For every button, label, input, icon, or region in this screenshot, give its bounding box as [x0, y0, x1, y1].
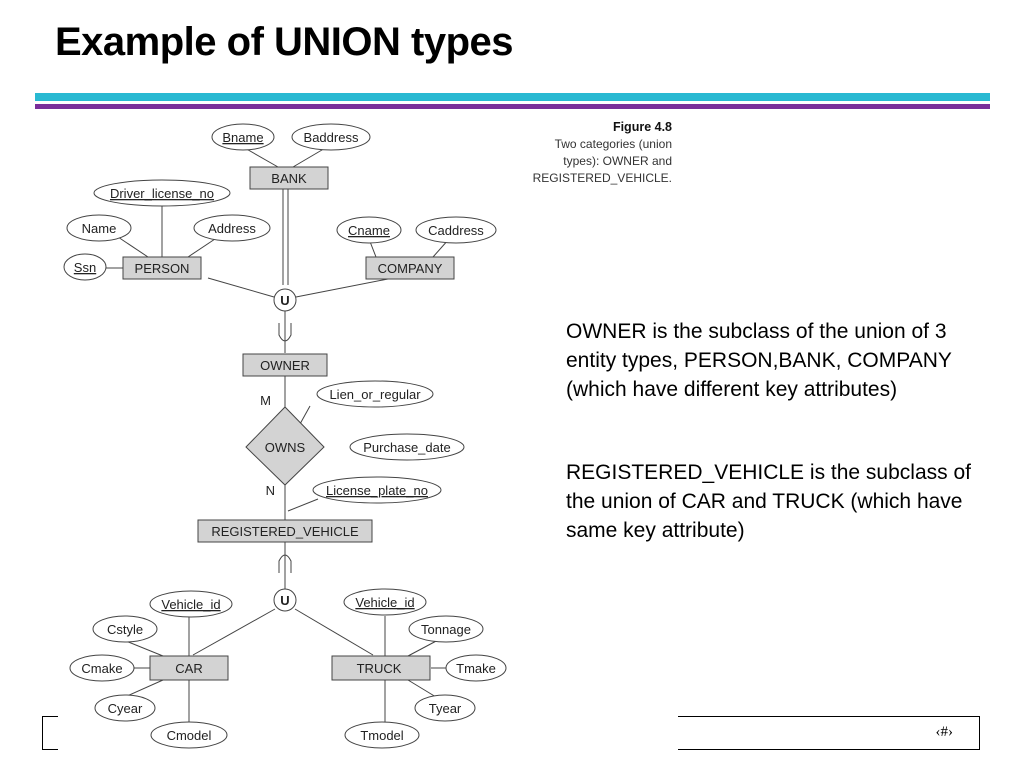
- relationship-owns: OWNS: [245, 406, 325, 486]
- entity-bank: BANK: [249, 166, 329, 190]
- svg-text:Tyear: Tyear: [429, 701, 462, 716]
- registered-vehicle-explanation: REGISTERED_VEHICLE is the subclass of th…: [566, 461, 971, 542]
- attr-driver-license-no: Driver_license_no: [93, 179, 231, 207]
- svg-text:Cyear: Cyear: [108, 701, 143, 716]
- union-circle-vehicle: U: [273, 588, 297, 612]
- attr-caddress: Caddress: [415, 216, 497, 244]
- entity-company: COMPANY: [365, 256, 455, 280]
- svg-text:Cname: Cname: [348, 223, 390, 238]
- attr-tmake: Tmake: [445, 654, 507, 682]
- attr-baddress: Baddress: [291, 123, 371, 151]
- attr-bname: Bname: [211, 123, 275, 151]
- union-subset-arc-owner: [278, 323, 292, 342]
- attr-tyear: Tyear: [414, 694, 476, 722]
- entity-owner: OWNER: [242, 353, 328, 377]
- svg-text:BANK: BANK: [271, 171, 307, 186]
- attr-cmake: Cmake: [69, 654, 135, 682]
- svg-text:Driver_license_no: Driver_license_no: [110, 186, 214, 201]
- svg-text:Tmodel: Tmodel: [360, 728, 403, 743]
- svg-text:License_plate_no: License_plate_no: [326, 483, 428, 498]
- owner-explanation: OWNER is the subclass of the union of 3 …: [566, 320, 952, 401]
- svg-text:CAR: CAR: [175, 661, 202, 676]
- attr-car-vehicle-id: Vehicle_id: [149, 590, 233, 618]
- attr-ssn: Ssn: [63, 253, 107, 281]
- svg-text:Baddress: Baddress: [304, 130, 359, 145]
- slide-title: Example of UNION types: [55, 20, 514, 64]
- title-rule-cyan: [35, 93, 990, 101]
- svg-text:Caddress: Caddress: [428, 223, 484, 238]
- attr-tmodel: Tmodel: [344, 721, 420, 749]
- svg-text:types): OWNER and: types): OWNER and: [563, 154, 672, 168]
- attr-truck-vehicle-id: Vehicle_id: [343, 588, 427, 616]
- attr-tonnage: Tonnage: [408, 615, 484, 643]
- connector-lines: [100, 146, 450, 725]
- svg-text:Vehicle_id: Vehicle_id: [161, 597, 220, 612]
- cardinality-m: M: [260, 393, 271, 408]
- svg-text:Tonnage: Tonnage: [421, 622, 471, 637]
- entity-person: PERSON: [122, 256, 202, 280]
- attr-cmodel: Cmodel: [150, 721, 228, 749]
- figure-caption: Figure 4.8 Two categories (union types):…: [533, 120, 672, 185]
- svg-text:U: U: [280, 593, 289, 608]
- svg-text:Tmake: Tmake: [456, 661, 496, 676]
- cardinality-n: N: [266, 483, 275, 498]
- entity-car: CAR: [149, 655, 229, 681]
- attr-name: Name: [66, 214, 132, 242]
- attr-lien-or-regular: Lien_or_regular: [316, 380, 434, 408]
- entity-registered-vehicle: REGISTERED_VEHICLE: [197, 519, 373, 543]
- svg-text:TRUCK: TRUCK: [357, 661, 402, 676]
- svg-text:Cmake: Cmake: [81, 661, 122, 676]
- svg-text:Address: Address: [208, 221, 256, 236]
- svg-text:Cstyle: Cstyle: [107, 622, 143, 637]
- attr-purchase-date: Purchase_date: [349, 433, 465, 461]
- title-rule-purple: [35, 104, 990, 109]
- svg-text:PERSON: PERSON: [135, 261, 190, 276]
- svg-text:Name: Name: [82, 221, 117, 236]
- er-diagram: U U OWNS M N BANK PERSON COMPANY OWNER R…: [58, 113, 678, 751]
- union-subset-arc-vehicle: [278, 554, 292, 573]
- svg-text:Two categories (union: Two categories (union: [555, 137, 672, 151]
- svg-text:REGISTERED_VEHICLE: REGISTERED_VEHICLE: [211, 524, 359, 539]
- svg-text:Cmodel: Cmodel: [167, 728, 212, 743]
- attr-cname: Cname: [336, 216, 402, 244]
- slide-number: ‹#›: [935, 724, 954, 740]
- svg-text:Lien_or_regular: Lien_or_regular: [329, 387, 421, 402]
- svg-text:COMPANY: COMPANY: [378, 261, 443, 276]
- entity-truck: TRUCK: [331, 655, 431, 681]
- attr-address: Address: [193, 214, 271, 242]
- attr-license-plate-no: License_plate_no: [312, 476, 442, 504]
- svg-text:Vehicle_id: Vehicle_id: [355, 595, 414, 610]
- svg-text:REGISTERED_VEHICLE.: REGISTERED_VEHICLE.: [533, 171, 672, 185]
- svg-text:U: U: [280, 293, 289, 308]
- attr-cstyle: Cstyle: [92, 615, 158, 643]
- svg-text:Bname: Bname: [222, 130, 263, 145]
- union-circle-owner: U: [273, 288, 297, 312]
- svg-text:Figure 4.8: Figure 4.8: [613, 120, 672, 134]
- svg-text:OWNER: OWNER: [260, 358, 310, 373]
- svg-text:OWNS: OWNS: [265, 440, 306, 455]
- svg-text:Purchase_date: Purchase_date: [363, 440, 450, 455]
- attr-cyear: Cyear: [94, 694, 156, 722]
- svg-text:Ssn: Ssn: [74, 260, 96, 275]
